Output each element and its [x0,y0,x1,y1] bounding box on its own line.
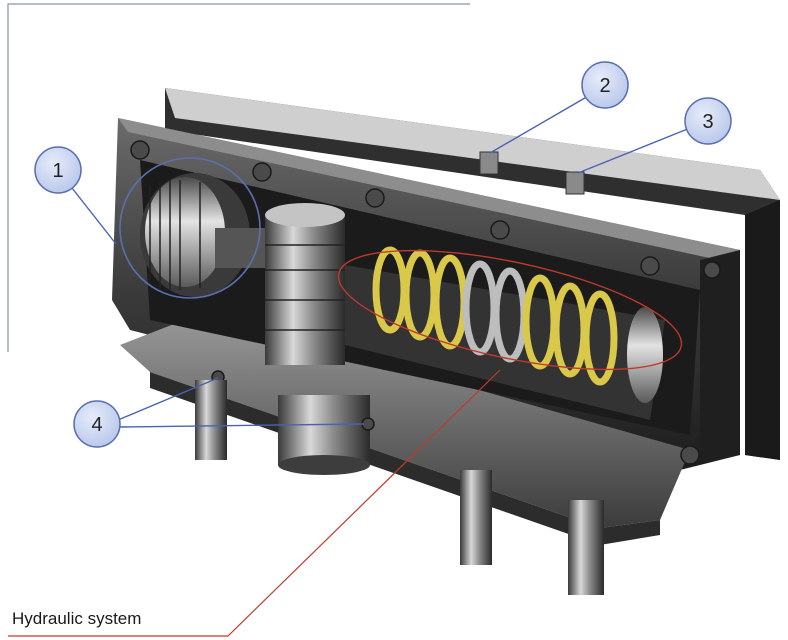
callout-3-label: 3 [702,111,713,133]
back-plate [165,88,780,460]
left-cylinder [140,173,270,297]
caption-hydraulic-system: Hydraulic system [12,609,141,628]
callout-4-label: 4 [91,414,102,436]
callout-2-label: 2 [599,75,610,97]
bolts [130,140,721,465]
frame-line [7,3,470,352]
base-plate [120,312,690,545]
callout-1-ring [119,157,261,299]
spring-assembly [337,246,683,420]
callout-4: 4 [73,400,121,448]
leader-lines [71,94,691,428]
callout-2: 2 [581,61,629,109]
callout-1-label: 1 [52,160,63,182]
ports [479,151,585,195]
callout-3: 3 [684,97,732,145]
hydraulic-highlight [337,249,683,371]
callout-1: 1 [34,146,82,194]
legs [195,380,604,595]
caption-leader [8,369,501,637]
central-shaft [265,203,370,475]
